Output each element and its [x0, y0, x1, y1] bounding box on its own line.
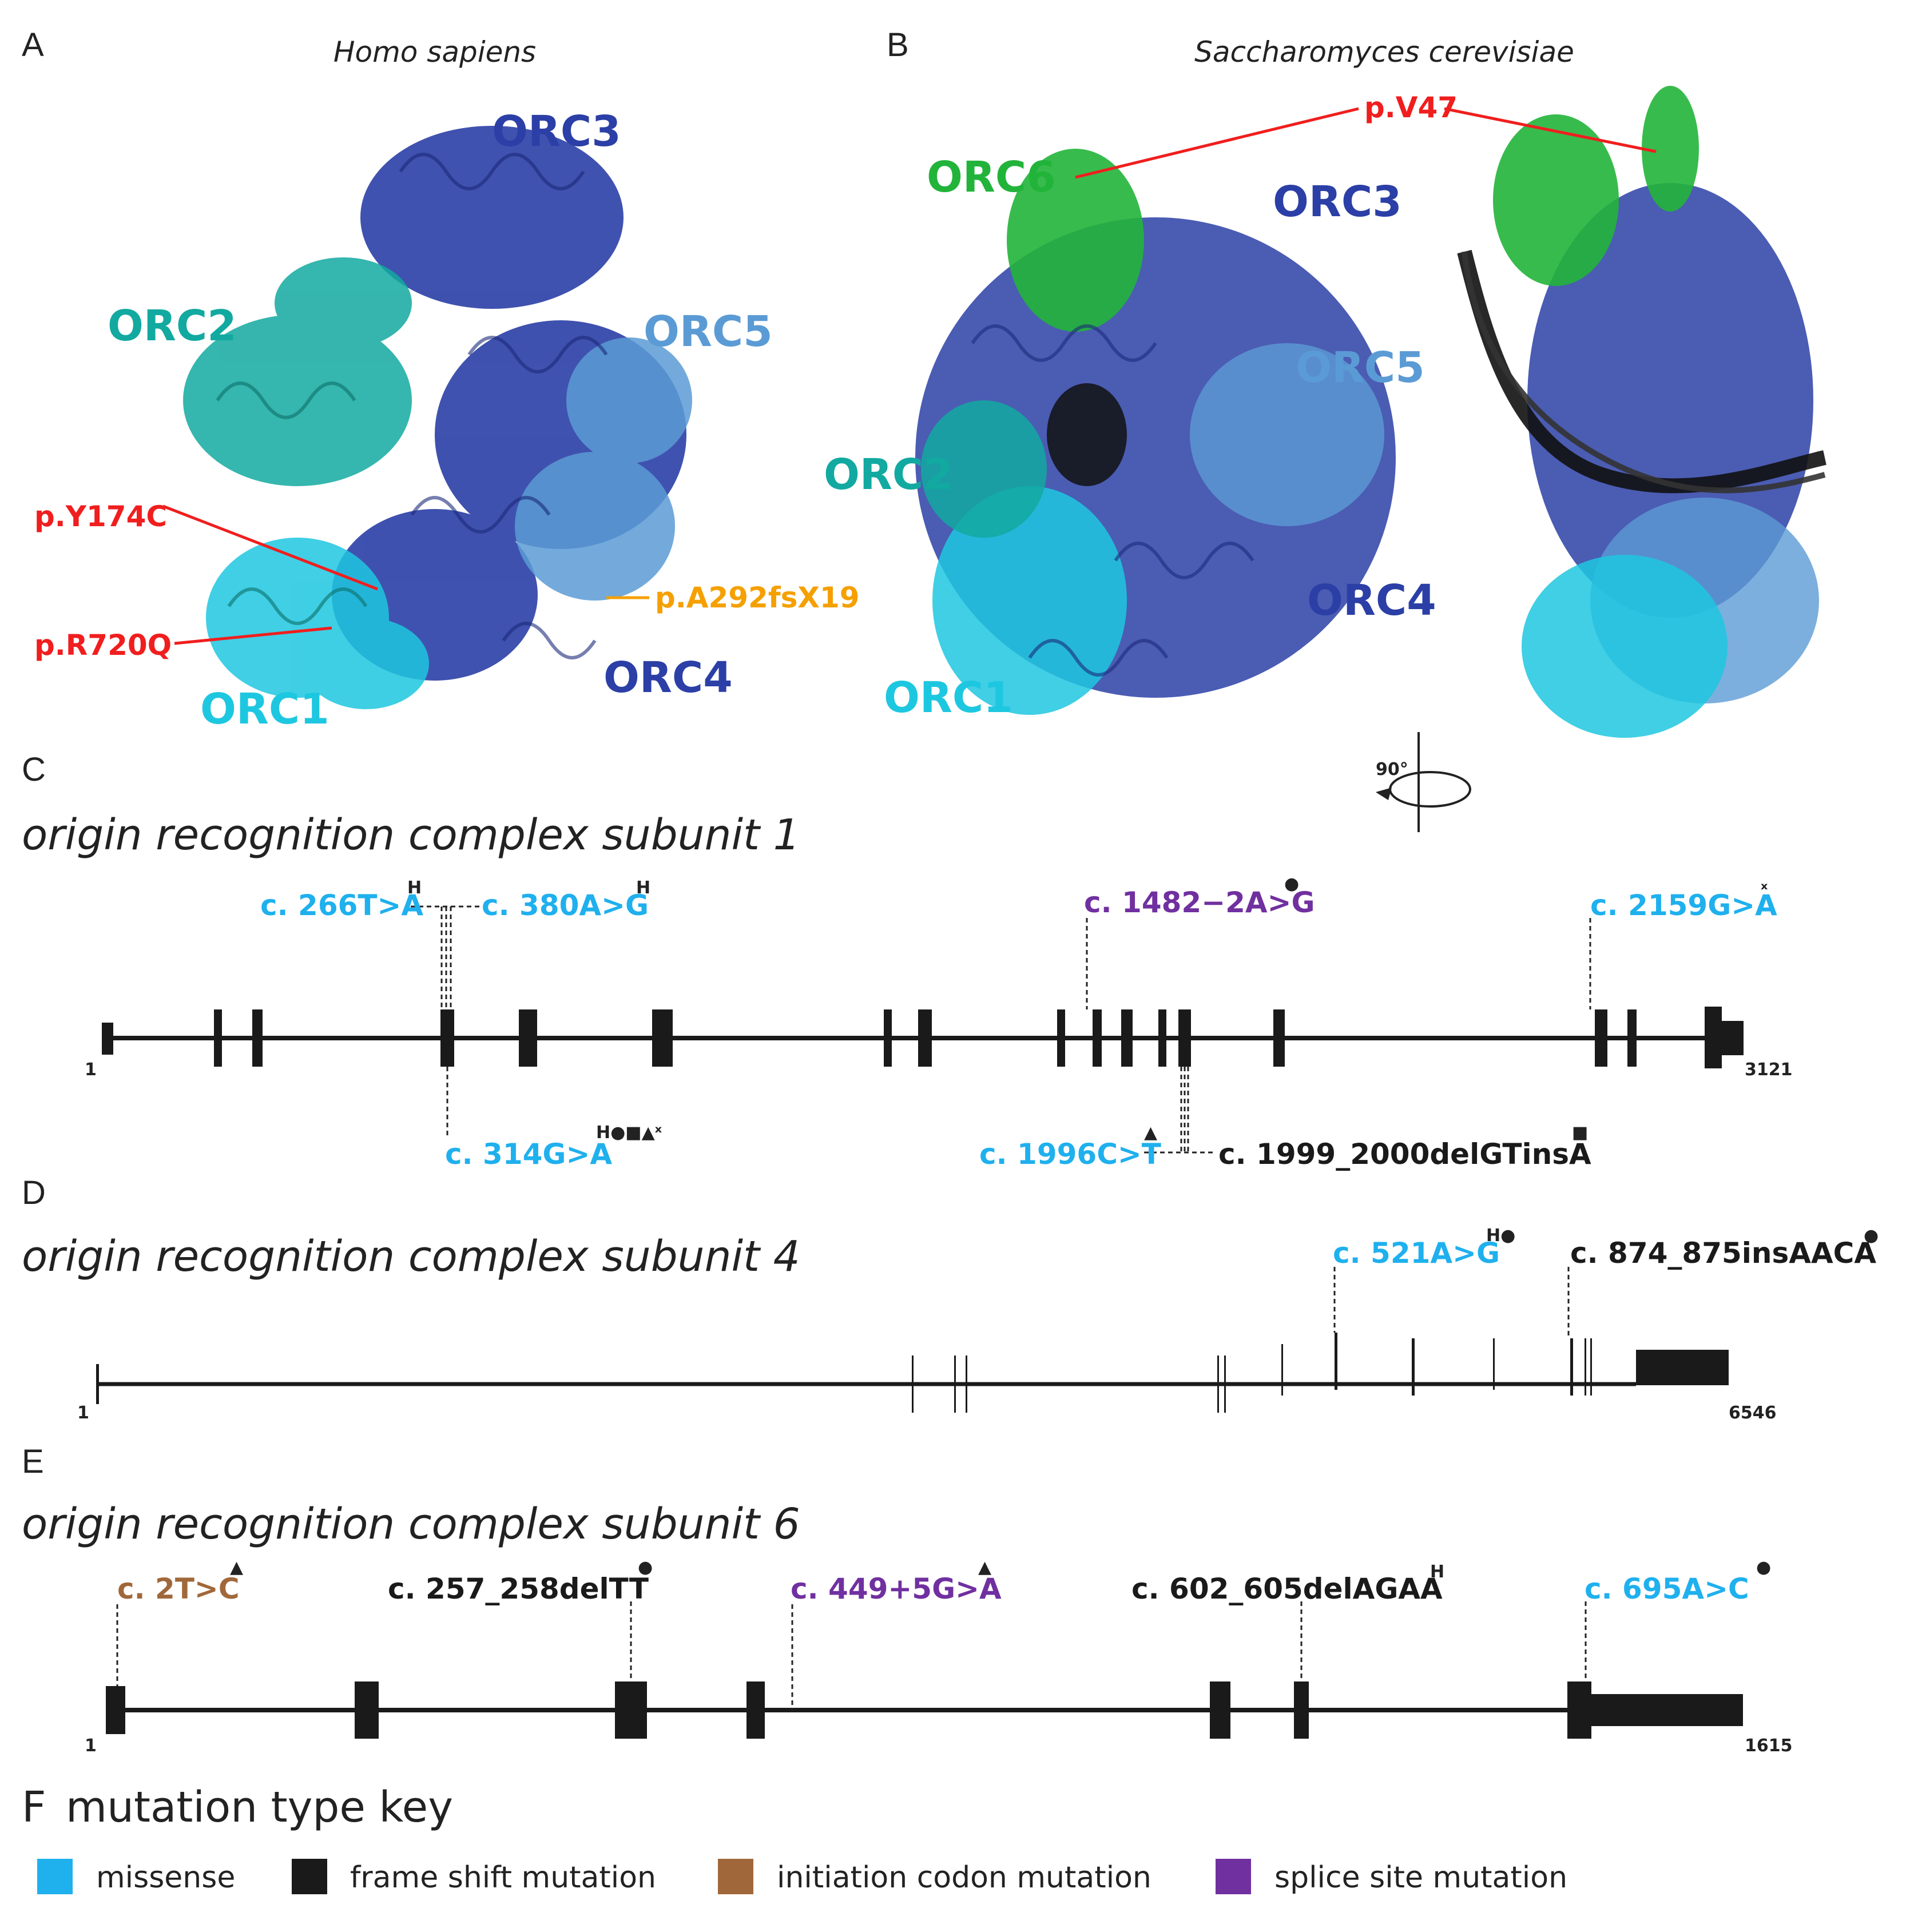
- orc4-mut-874: c. 874_875insAACA: [1570, 1237, 1876, 1270]
- orc1-gene-title: origin recognition complex subunit 1: [22, 810, 800, 860]
- orc6-mut-602: c. 602_605delAGAA: [1131, 1572, 1443, 1605]
- orc1-end: 3121: [1745, 1060, 1793, 1080]
- orc6-mut-695: c. 695A>C: [1585, 1572, 1749, 1605]
- orc1-mut-2159-sup: ˣ: [1761, 880, 1768, 900]
- human-mut-y174c: p.Y174C: [34, 500, 167, 533]
- orc6-mut-449: c. 449+5G>A: [791, 1572, 1002, 1605]
- key-initiation: initiation codon mutation: [718, 1859, 1151, 1895]
- orc4-leaders: [1333, 1267, 1570, 1338]
- orc1-mut-314-sup: H●■▲ˣ: [596, 1123, 662, 1143]
- key-frameshift-swatch: [292, 1859, 327, 1894]
- orc4-mut-521: c. 521A>G: [1333, 1237, 1500, 1270]
- yeast-orc3-label: ORC3: [1273, 177, 1402, 226]
- panel-label-e: E: [22, 1443, 44, 1480]
- orc1-mut-380-sup: H: [636, 878, 650, 898]
- key-initiation-label: initiation codon mutation: [777, 1861, 1151, 1895]
- orc4-mut-521-sup: H●: [1486, 1226, 1515, 1246]
- yeast-orc-structure-front: [915, 149, 1396, 715]
- r720q-leader-line: [174, 626, 332, 645]
- yeast-dna-front: [1047, 383, 1127, 486]
- orc6-mut-2t: c. 2T>C: [117, 1572, 240, 1605]
- orc1-mut-2159: c. 2159G>A: [1590, 889, 1777, 922]
- yeast-orc6-label: ORC6: [927, 153, 1056, 202]
- orc1-gene-model: [102, 1007, 1744, 1068]
- human-orc5-label: ORC5: [644, 307, 773, 356]
- key-frameshift: frame shift mutation: [292, 1859, 656, 1895]
- orc6-mut-602-sup: H: [1430, 1562, 1444, 1582]
- y174c-leader-line: [162, 504, 378, 591]
- key-frameshift-label: frame shift mutation: [350, 1861, 656, 1895]
- orc6-gene-title: origin recognition complex subunit 6: [22, 1500, 800, 1549]
- orc1-mut-380: c. 380A>G: [482, 889, 649, 922]
- key-initiation-swatch: [718, 1859, 753, 1894]
- orc6-gene-model: [106, 1681, 1743, 1739]
- orc4-gene-model: [96, 1333, 1729, 1413]
- species-label-human: Homo sapiens: [333, 35, 536, 69]
- orc1-mut-266-sup: H: [407, 878, 422, 898]
- orc1-mut-266: c. 266T>A: [260, 889, 423, 922]
- human-orc-structure: [183, 126, 692, 709]
- panel-label-c: C: [22, 751, 46, 788]
- key-splice-label: splice site mutation: [1274, 1861, 1567, 1895]
- orc1-mut-1996-sup: ▲: [1144, 1123, 1157, 1143]
- human-mut-r720q: p.R720Q: [34, 629, 172, 662]
- orc1-mut-1482-sup: ●: [1284, 874, 1299, 894]
- human-orc3-label: ORC3: [492, 107, 621, 156]
- orc6-mut-695-sup: ●: [1756, 1557, 1771, 1577]
- orc6-mut-2t-sup: ▲: [230, 1557, 243, 1577]
- key-missense-label: missense: [96, 1861, 235, 1895]
- v47-leader-right: [1444, 107, 1657, 153]
- orc4-start: 1: [77, 1403, 89, 1423]
- key-splice: splice site mutation: [1216, 1859, 1567, 1895]
- orc6-leaders: [116, 1601, 1587, 1710]
- v47-leader-left: [1075, 107, 1359, 179]
- orc1-mut-314: c. 314G>A: [445, 1138, 612, 1171]
- yeast-mut-v47: p.V47: [1364, 91, 1458, 124]
- key-splice-swatch: [1216, 1859, 1251, 1894]
- human-orc2-label: ORC2: [108, 301, 237, 351]
- human-mut-a292fsx19: p.A292fsX19: [655, 581, 860, 614]
- orc4-mut-874-sup: ●: [1864, 1226, 1879, 1246]
- species-label-yeast: Saccharomyces cerevisiae: [1194, 35, 1574, 69]
- orc6-mut-257: c. 257_258delTT: [388, 1572, 649, 1605]
- orc4-end: 6546: [1729, 1403, 1777, 1423]
- orc1-mut-1999-sup: ■: [1572, 1123, 1588, 1143]
- panel-label-b: B: [887, 26, 909, 63]
- yeast-orc5-label: ORC5: [1296, 343, 1425, 392]
- yeast-orc1-label: ORC1: [884, 673, 1013, 722]
- orc1-leaders: [411, 905, 1591, 1154]
- human-orc4-label: ORC4: [603, 653, 733, 702]
- panel-label-d: D: [22, 1174, 46, 1211]
- panel-label-a: A: [22, 26, 44, 63]
- key-missense: missense: [37, 1859, 235, 1895]
- panel-label-f: F: [22, 1783, 46, 1832]
- orc1-start: 1: [85, 1060, 97, 1080]
- rotation-icon: 90°: [1376, 732, 1471, 832]
- orc6-mut-449-sup: ▲: [978, 1557, 991, 1577]
- key-missense-swatch: [37, 1859, 73, 1894]
- orc1-mut-1482: c. 1482−2A>G: [1084, 886, 1315, 919]
- orc6-end: 1615: [1745, 1736, 1793, 1756]
- yeast-orc-structure-rotated: [1457, 86, 1826, 738]
- human-orc1-label: ORC1: [200, 685, 329, 734]
- orc1-mut-1996: c. 1996C>T: [979, 1138, 1161, 1171]
- orc6-start: 1: [85, 1736, 97, 1756]
- yeast-orc2-label: ORC2: [824, 450, 953, 499]
- orc4-gene-title: origin recognition complex subunit 4: [22, 1232, 800, 1281]
- rotation-label: 90°: [1376, 760, 1408, 780]
- orc6-mut-257-sup: ●: [638, 1557, 653, 1577]
- key-title: mutation type key: [66, 1783, 453, 1832]
- orc1-mut-1999: c. 1999_2000delGTinsA: [1218, 1138, 1591, 1171]
- yeast-orc4-label: ORC4: [1307, 576, 1436, 625]
